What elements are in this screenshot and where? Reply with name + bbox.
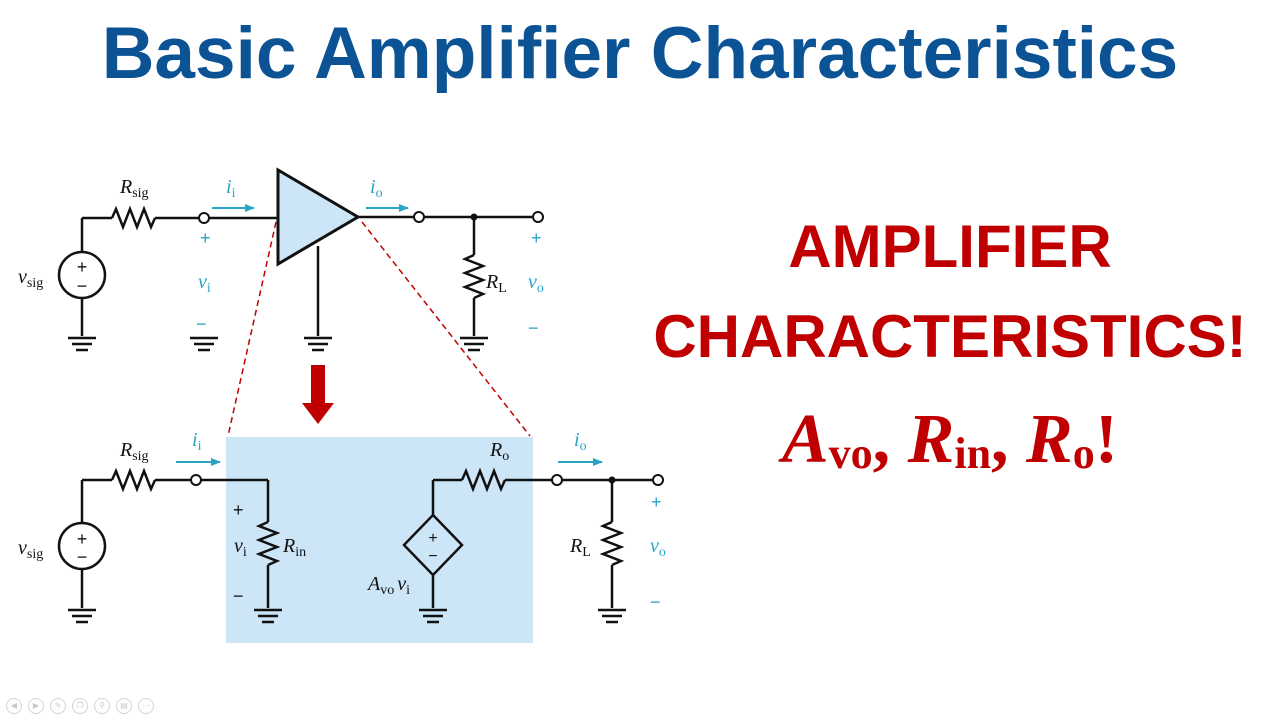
top-ii-label: ii <box>226 176 236 201</box>
ground-icon <box>304 336 332 352</box>
headline-line-1: AMPLIFIER <box>788 213 1112 280</box>
ground-icon <box>68 608 96 624</box>
amplifier-model-highlight-box <box>226 437 533 643</box>
top-rl-label: RL <box>485 271 507 296</box>
param-separator: , <box>872 401 908 478</box>
parameter-list: Avo, Rin, Ro! <box>630 400 1270 480</box>
bottom-load-terminal <box>652 474 664 486</box>
top-source-plus: + <box>77 257 88 277</box>
param-rin-subscript: in <box>954 429 992 478</box>
slideshow-toolbar: ◀ ▶ ✎ ❐ ⚲ ▤ ⋯ <box>6 698 154 714</box>
bottom-vi-plus: + <box>233 500 244 520</box>
top-source-minus: − <box>77 276 88 296</box>
slides-icon[interactable]: ▤ <box>116 698 132 714</box>
dependent-source-minus: − <box>428 548 437 565</box>
zoom-guide-line-right <box>361 221 531 437</box>
zoom-guide-line-left <box>227 221 277 437</box>
bottom-vo-minus: − <box>650 592 661 612</box>
bottom-source-plus: + <box>77 529 88 549</box>
top-circuit <box>57 167 544 336</box>
bottom-rl-resistor <box>599 520 625 567</box>
bottom-vo-label: vo <box>650 535 666 560</box>
page-title: Basic Amplifier Characteristics <box>101 13 1179 94</box>
forward-icon[interactable]: ▶ <box>28 698 44 714</box>
top-vi-plus: + <box>200 228 211 248</box>
pen-icon[interactable]: ✎ <box>50 698 66 714</box>
bottom-rin-resistor <box>255 520 281 567</box>
param-ro-letter: R <box>1026 401 1073 478</box>
back-icon[interactable]: ◀ <box>6 698 22 714</box>
top-load-terminal <box>532 211 544 223</box>
top-vo-minus: − <box>528 318 539 338</box>
bottom-output-terminal <box>551 474 563 486</box>
param-separator: , <box>991 401 1027 478</box>
bottom-rsig-label: Rsig <box>119 439 149 464</box>
param-avo-letter: A <box>781 401 829 478</box>
zoom-icon[interactable]: ⚲ <box>94 698 110 714</box>
bottom-ii-label: ii <box>192 429 202 454</box>
bottom-ro-label: Ro <box>489 439 509 464</box>
bottom-circuit <box>57 467 664 608</box>
bottom-vo-plus: + <box>651 492 662 512</box>
top-vsig-label: vsig <box>18 266 43 291</box>
top-amplifier-triangle <box>276 167 361 267</box>
bottom-rl-label: RL <box>569 535 591 560</box>
amplifier-circuit-diagram: + − Rsig vsig ii io + vi − RL + vo − <box>18 167 666 643</box>
bottom-vi-minus: − <box>233 586 244 606</box>
bottom-vsig-label: vsig <box>18 537 43 562</box>
param-avo-subscript: vo <box>828 429 873 478</box>
bottom-io-label: io <box>574 429 587 454</box>
top-vo-plus: + <box>531 228 542 248</box>
ground-icon <box>598 608 626 624</box>
ground-icon <box>419 608 447 624</box>
headline-line-2: CHARACTERISTICS! <box>653 303 1247 370</box>
more-icon[interactable]: ⋯ <box>138 698 154 714</box>
bottom-vi-label: vi <box>234 535 247 560</box>
top-rsig-label: Rsig <box>119 176 149 201</box>
top-rsig-resistor <box>110 205 157 231</box>
top-io-label: io <box>370 176 383 201</box>
dependent-source-plus: + <box>428 530 437 547</box>
ground-icon <box>68 336 96 352</box>
top-vo-label: vo <box>528 271 544 296</box>
ground-icon <box>190 336 218 352</box>
param-ro-subscript: o <box>1072 429 1095 478</box>
bottom-ro-resistor <box>460 467 507 493</box>
top-rl-resistor <box>461 253 487 300</box>
copy-icon[interactable]: ❐ <box>72 698 88 714</box>
top-input-terminal <box>198 212 210 224</box>
param-exclamation: ! <box>1094 401 1119 478</box>
bottom-rsig-resistor <box>110 467 157 493</box>
bottom-source-minus: − <box>77 547 88 567</box>
top-vi-minus: − <box>196 314 207 334</box>
top-vi-label: vi <box>198 271 211 296</box>
param-rin-letter: R <box>907 401 955 478</box>
down-arrow-icon <box>302 365 334 424</box>
bottom-input-terminal <box>190 474 202 486</box>
ground-icon <box>460 336 488 352</box>
bottom-rin-label: Rin <box>282 535 306 560</box>
top-output-terminal <box>413 211 425 223</box>
ground-icon <box>254 608 282 624</box>
